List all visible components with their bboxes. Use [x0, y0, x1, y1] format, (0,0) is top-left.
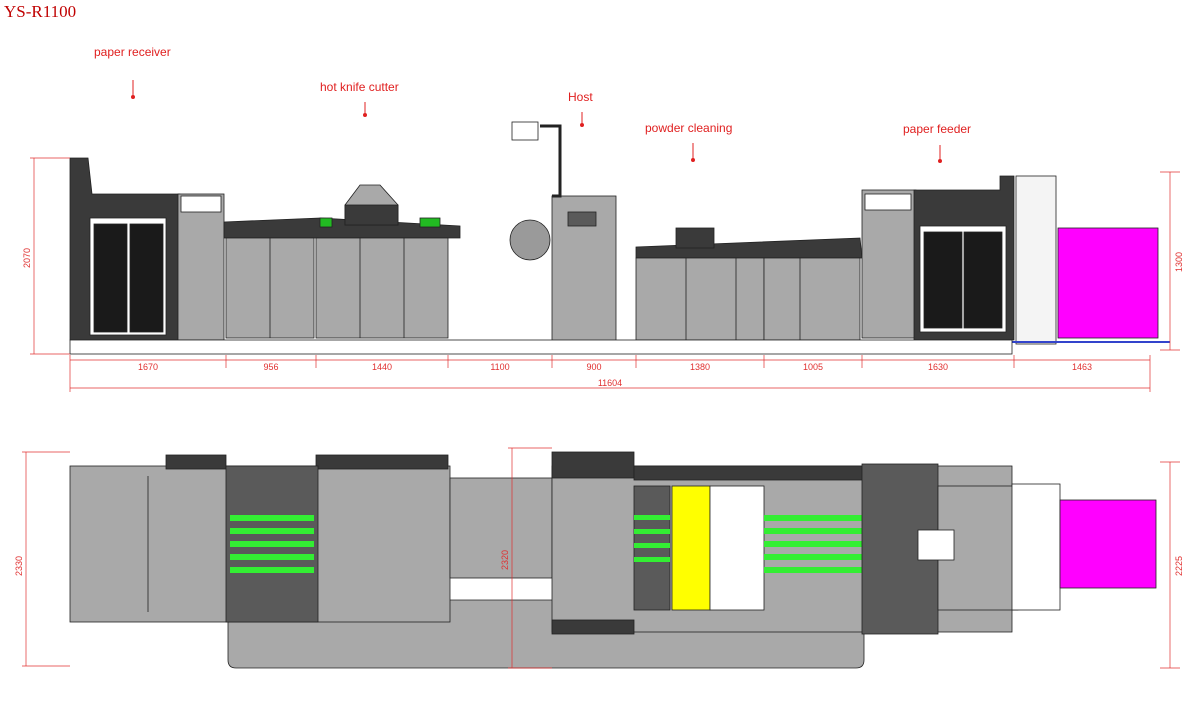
callout-hot-knife-cutter: hot knife cutter [320, 80, 399, 94]
model-title: YS-R1100 [4, 2, 77, 21]
host-unit [509, 121, 617, 343]
segment-label-3: 1440 [372, 362, 392, 372]
top-width-left-label: 2330 [14, 556, 24, 576]
segment-label-2: 956 [263, 362, 278, 372]
paper-feeder-unit [861, 175, 1170, 345]
segment-label-8: 1630 [928, 362, 948, 372]
segment-label-5: 900 [586, 362, 601, 372]
powder-cleaning-unit [635, 227, 863, 341]
callout-paper-receiver: paper receiver [94, 45, 171, 59]
top-view [69, 451, 1157, 669]
side-view [69, 121, 1170, 355]
hot-knife-cutter-unit [223, 184, 461, 339]
segment-label-6: 1380 [690, 362, 710, 372]
segment-label-4: 1100 [490, 362, 509, 372]
callout-pointers [131, 80, 942, 163]
side-view-dimensions [30, 157, 1180, 392]
top-width-middle-label: 2320 [500, 550, 510, 570]
segment-label-7: 1005 [803, 362, 823, 372]
segment-label-1: 1670 [138, 362, 158, 372]
segment-label-9: 1463 [1072, 362, 1092, 372]
callout-paper-feeder: paper feeder [903, 122, 972, 136]
height-right-label: 1300 [1174, 252, 1184, 272]
callout-host: Host [568, 90, 593, 104]
height-left-label: 2070 [22, 248, 32, 268]
paper-receiver-unit [69, 157, 225, 341]
top-width-right-label: 2225 [1174, 556, 1184, 576]
total-length-label: 11604 [598, 378, 622, 388]
top-view-dimensions [22, 447, 1180, 669]
callout-powder-cleaning: powder cleaning [645, 121, 733, 135]
